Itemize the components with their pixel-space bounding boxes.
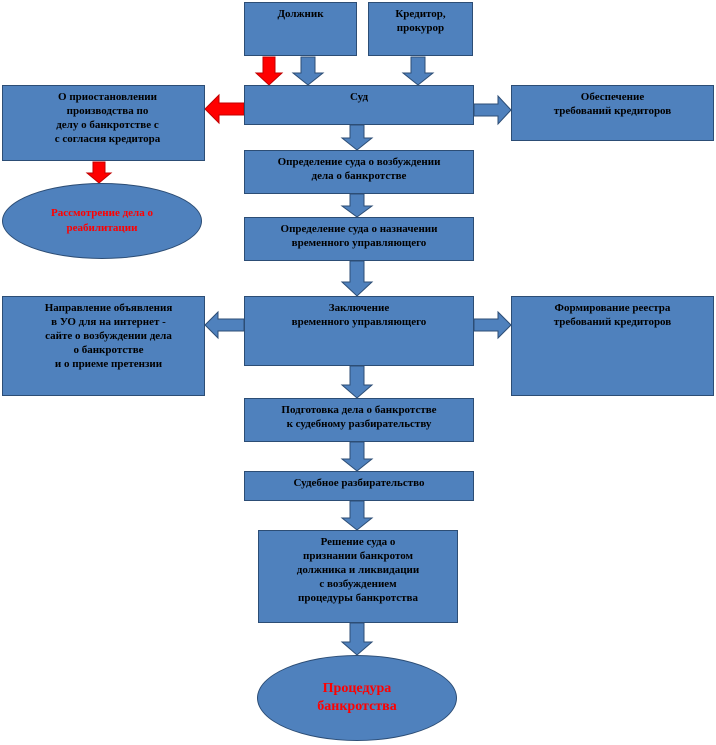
arrow-conclusion-to-preparation: [340, 365, 374, 399]
arrow-conclusion-to-registry: [473, 310, 512, 340]
node-announcement: Направление объявления в УО для на интер…: [2, 296, 205, 396]
node-trial-preparation: Подготовка дела о банкротстве к судебном…: [244, 398, 474, 442]
arrow-court-to-ruling-initiation: [340, 124, 374, 151]
arrow-court-to-securing: [473, 94, 512, 126]
arrow-suspension-to-rehabilitation: [85, 161, 113, 184]
node-trial: Судебное разбирательство: [244, 471, 474, 501]
arrow-decision-to-procedure: [340, 622, 374, 656]
node-ruling-temp-manager: Определение суда о назначении временного…: [244, 217, 474, 261]
node-creditors-registry: Формирование реестра требований кредитор…: [511, 296, 714, 396]
arrow-debtor-to-court: [291, 56, 325, 86]
arrow-creditor-to-court: [401, 56, 435, 86]
node-conclusion: Заключение временного управляющего: [244, 296, 474, 366]
node-court-decision: Решение суда о признании банкротом должн…: [258, 530, 458, 623]
arrow-ruling-initiation-to-temp-manager: [340, 193, 374, 218]
arrow-court-to-suspension: [204, 93, 245, 125]
node-creditor-prosecutor: Кредитор, прокурор: [368, 2, 473, 56]
arrow-conclusion-to-announcement: [204, 310, 245, 340]
arrow-preparation-to-trial: [340, 441, 374, 472]
arrow-debtor-to-court-red: [254, 56, 284, 86]
node-debtor: Должник: [244, 2, 357, 56]
node-ruling-initiation: Определение суда о возбуждении дела о ба…: [244, 150, 474, 194]
node-suspension: О приостановлении производства по делу о…: [2, 85, 205, 161]
arrow-trial-to-decision: [340, 500, 374, 531]
node-rehabilitation: Рассмотрение дела о реабилитации: [2, 183, 202, 259]
node-securing-claims: Обеспечение требований кредиторов: [511, 85, 714, 141]
node-bankruptcy-procedure: Процедура банкротства: [257, 655, 457, 741]
arrow-temp-manager-to-conclusion: [340, 260, 374, 297]
node-court: Суд: [244, 85, 474, 125]
